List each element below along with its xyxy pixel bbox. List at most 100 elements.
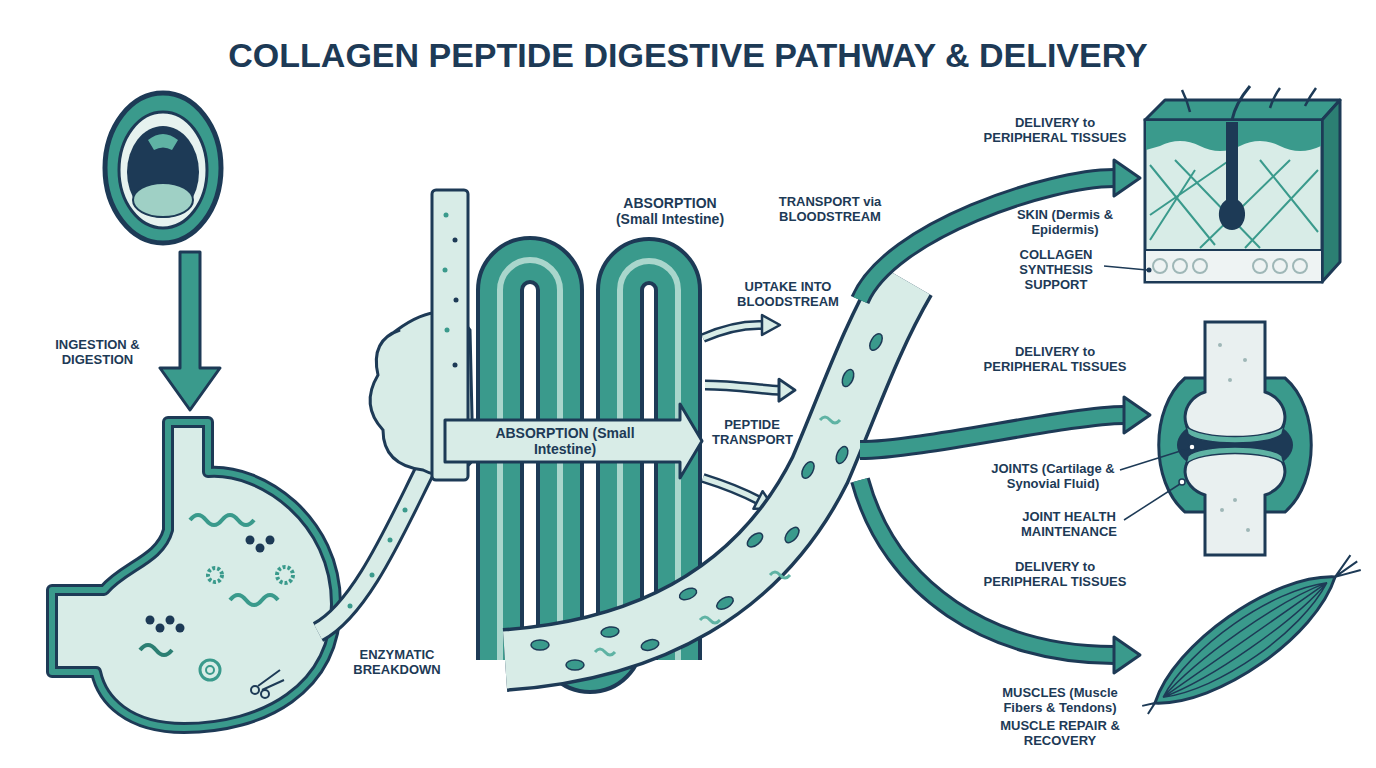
skin-illustration (1219, 122, 1245, 230)
joint-illustration (1218, 343, 1222, 347)
intestine-illustration (453, 363, 458, 368)
blood-vessel (782, 525, 801, 545)
annotation-label: PEPTIDE TRANSPORT (712, 418, 792, 448)
skin-illustration (1305, 88, 1316, 106)
skin-illustration (1193, 259, 1207, 273)
joint-illustration (1220, 508, 1224, 512)
node-label: JOINTS (Cartilage & Synovial Fluid) (978, 462, 1128, 492)
skin-illustration (1173, 259, 1187, 273)
stomach-illustration (208, 568, 222, 582)
uptake-arrow (762, 315, 780, 335)
stomach-illustration (230, 595, 278, 605)
arrow-body (860, 415, 1124, 450)
stomach-illustration (166, 616, 175, 625)
joint-illustration (1189, 444, 1195, 450)
stomach-illustration (190, 515, 254, 525)
joints-node: JOINTS (Cartilage & Synovial Fluid)JOINT… (1150, 320, 1320, 555)
skin-illustration (1145, 120, 1322, 282)
delivery-arrow (860, 397, 1150, 450)
arrow-outline (860, 415, 1124, 450)
stomach-illustration (176, 624, 185, 633)
transit-arrow (318, 470, 425, 632)
node-label: ABSORPTION (Small Intestine) (603, 195, 737, 227)
blood-vessel (799, 460, 816, 481)
blood-vessel (715, 594, 736, 612)
joint-illustration (1124, 484, 1180, 520)
stomach-illustration (246, 536, 255, 545)
uptake-arrow (703, 478, 758, 500)
skin-illustration (1147, 268, 1152, 273)
node-label: MUSCLE REPAIR & RECOVERY (1000, 719, 1120, 749)
delivery-arrow (860, 480, 1140, 673)
muscle-illustration (1129, 538, 1374, 733)
skin-illustration (1232, 86, 1250, 120)
stomach-illustration (52, 422, 336, 728)
blood-vessel (820, 417, 840, 423)
stomach-illustration (256, 544, 265, 553)
arrow-head (1114, 637, 1140, 673)
stomach-illustration (52, 422, 336, 728)
joint-illustration (1233, 498, 1237, 502)
skin-node: SKIN (Dermis & Epidermis)COLLAGEN SYNTHE… (1140, 95, 1340, 285)
edge-label: UPTAKE INTO BLOODSTREAM (728, 280, 848, 310)
arrow-body (705, 385, 779, 390)
blood-vessel (505, 280, 905, 660)
stomach-illustration (206, 666, 214, 674)
arrow-body (860, 178, 1114, 300)
skin-illustration (1146, 249, 1321, 251)
mouth-illustration (133, 183, 193, 217)
muscles-node: MUSCLES (Muscle Fibers & Tendons)MUSCLE … (1140, 590, 1340, 735)
stomach-illustration (200, 660, 220, 680)
blood-vessel (770, 572, 790, 578)
transit-arrow (348, 604, 353, 609)
node-label: SKIN (Dermis & Epidermis) (995, 208, 1135, 238)
joint-illustration (1186, 447, 1284, 464)
transit-arrow (388, 538, 393, 543)
intestine-illustration (445, 404, 702, 478)
node-label: TRANSPORT via BLOODSTREAM (765, 195, 895, 225)
blood-vessel (531, 640, 549, 650)
skin-illustration (1253, 259, 1267, 273)
intestine-illustration (445, 328, 450, 333)
joint-illustration (1120, 448, 1190, 470)
joint-illustration (1228, 378, 1232, 382)
joint-illustration (1179, 479, 1185, 485)
annotation-label: INGESTION & DIGESTION (40, 338, 155, 368)
joint-illustration (1185, 322, 1285, 438)
skin-illustration (1322, 100, 1340, 282)
stomach-illustration (261, 690, 269, 698)
muscle-illustration (1139, 554, 1352, 727)
arrow-head (1124, 397, 1150, 433)
intestine-illustration (453, 238, 458, 243)
delivery-arrow (860, 160, 1140, 300)
joint-illustration (1186, 426, 1284, 443)
stomach-illustration (266, 536, 275, 545)
uptake-arrow (703, 478, 758, 500)
blood-vessel (745, 530, 765, 549)
transit-arrow (318, 470, 425, 632)
joint-illustration (1246, 528, 1250, 532)
arrow-outline (860, 178, 1114, 300)
intestine-illustration (443, 268, 448, 273)
blood-vessel (566, 660, 584, 670)
blood-vessel (600, 626, 619, 638)
joint-illustration (1185, 452, 1285, 555)
mouth-illustration (127, 126, 199, 218)
uptake-arrow (703, 315, 780, 509)
skin-illustration (1104, 266, 1147, 270)
diagram-title: COLLAGEN PEPTIDE DIGESTIVE PATHWAY & DEL… (0, 36, 1376, 75)
uptake-arrow (703, 325, 762, 338)
node-label: MUSCLES (Muscle Fibers & Tendons) (990, 686, 1130, 716)
skin-illustration (1273, 259, 1287, 273)
skin-illustration (1182, 90, 1190, 112)
stomach-illustration (52, 422, 336, 728)
stomach-illustration (146, 616, 155, 625)
stomach-illustration (277, 567, 293, 583)
joint-illustration (1243, 358, 1247, 362)
stomach-illustration (140, 645, 172, 655)
mouth-illustration (105, 93, 221, 243)
intestine-illustration (444, 213, 449, 218)
